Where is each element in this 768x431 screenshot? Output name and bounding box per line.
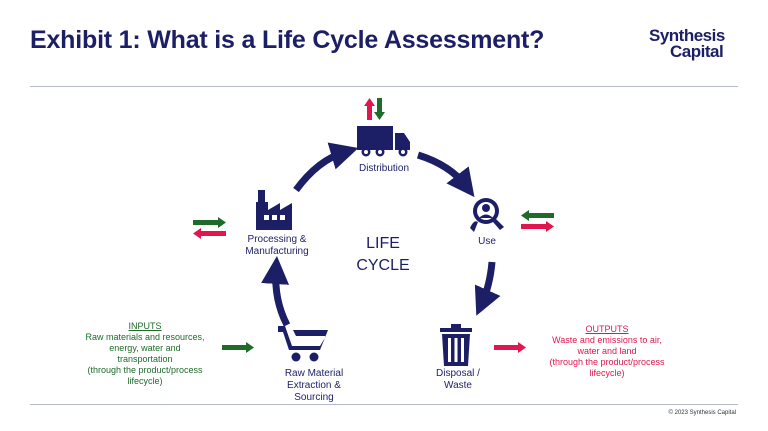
disposal-label-line-2: Waste <box>444 380 472 391</box>
raw-material-label-line-3: Sourcing <box>294 392 334 403</box>
raw-material-label-line-1: Raw Material <box>284 368 344 379</box>
outputs-line-4: lifecycle) <box>589 368 625 378</box>
wheelbarrow-icon <box>278 326 328 362</box>
outputs-arrow-icon <box>494 342 526 353</box>
processing-label-line-2: Manufacturing <box>245 246 309 257</box>
logo-line-1: Synthesis <box>649 26 725 45</box>
outputs-heading: OUTPUTS <box>585 324 629 334</box>
cycle-arrow-distribution-to-use <box>416 151 475 198</box>
copyright-text: © 2023 Synthesis Capital <box>668 410 736 416</box>
distribution-io-arrows-icon <box>364 98 385 120</box>
outputs-line-1: Waste and emissions to air, <box>552 335 662 345</box>
distribution-label: Distribution <box>358 163 410 174</box>
cycle-arrow-use-to-disposal <box>474 261 501 316</box>
logo-line-2: Capital <box>670 42 724 61</box>
user-search-icon <box>470 198 504 232</box>
cycle-arrow-raw-to-processing <box>261 256 291 327</box>
outputs-text: OUTPUTS Waste and emissions to air, wate… <box>536 324 678 379</box>
top-divider <box>30 86 738 87</box>
disposal-label: Disposal / Waste <box>420 368 496 392</box>
raw-material-label: Raw Material Extraction & Sourcing <box>272 368 356 404</box>
processing-label: Processing & Manufacturing <box>234 234 320 258</box>
factory-icon <box>256 190 292 230</box>
inputs-arrow-icon <box>222 342 254 353</box>
bottom-divider <box>30 404 738 405</box>
inputs-heading: INPUTS <box>128 321 162 331</box>
synthesis-capital-logo: Synthesis Capital <box>627 27 745 67</box>
use-io-arrows-icon <box>521 210 554 232</box>
processing-label-line-1: Processing & <box>247 234 307 245</box>
outputs-line-3: (through the product/process <box>549 357 665 367</box>
page-title: Exhibit 1: What is a Life Cycle Assessme… <box>30 26 545 54</box>
center-line-1: LIFE <box>366 235 400 252</box>
inputs-line-3: transportation <box>117 354 173 364</box>
inputs-line-5: lifecycle) <box>127 376 163 386</box>
truck-icon <box>357 126 410 157</box>
inputs-line-4: (through the product/process <box>87 365 203 375</box>
use-label: Use <box>478 236 496 247</box>
inputs-line-2: energy, water and <box>109 343 181 353</box>
inputs-line-1: Raw materials and resources, <box>85 332 205 342</box>
outputs-line-2: water and land <box>577 346 637 356</box>
life-cycle-center-label: LIFE CYCLE <box>348 233 418 277</box>
disposal-label-line-1: Disposal / <box>436 368 480 379</box>
raw-material-label-line-2: Extraction & <box>287 380 341 391</box>
center-line-2: CYCLE <box>356 257 410 274</box>
inputs-text: INPUTS Raw materials and resources, ener… <box>76 321 214 387</box>
cycle-arrow-processing-to-distribution <box>293 142 359 193</box>
processing-io-arrows-icon <box>193 217 226 239</box>
trash-bin-icon <box>440 324 472 366</box>
